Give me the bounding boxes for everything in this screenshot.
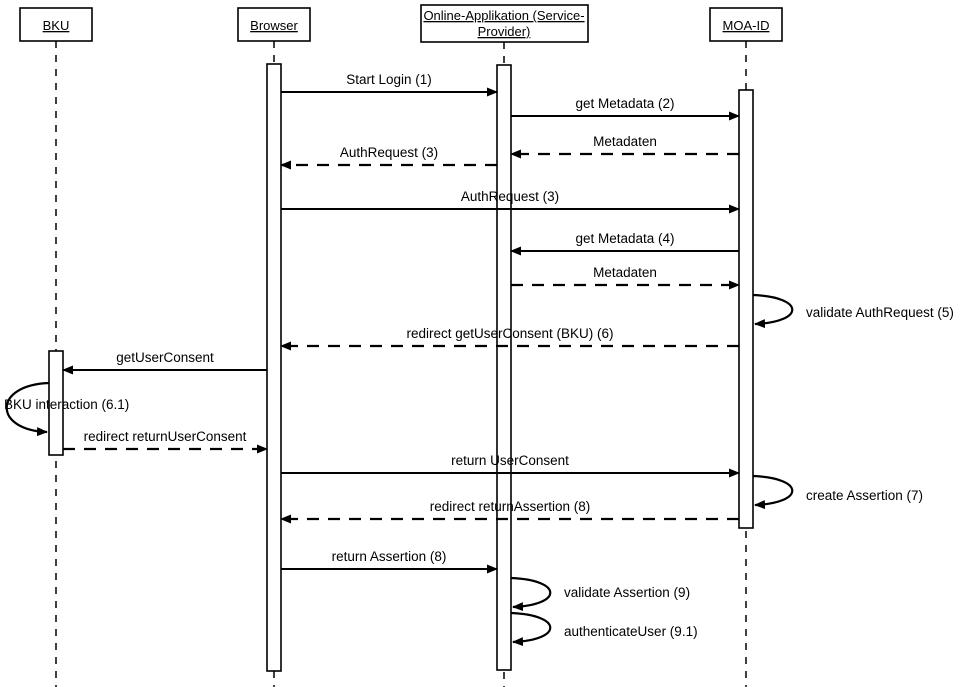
message-3[interactable]: Metadaten <box>510 134 739 159</box>
message-1[interactable]: Start Login (1) <box>281 72 498 97</box>
self-messages-layer: validate AuthRequest (5) BKU interaction … <box>4 293 954 647</box>
message-label-1: Start Login (1) <box>346 72 432 87</box>
self-message-4[interactable]: authenticateUser (9.1) <box>510 611 698 647</box>
self-message-label-2: create Assertion (7) <box>806 488 923 503</box>
self-message-2[interactable]: create Assertion (7) <box>752 474 923 510</box>
message-11[interactable]: return UserConsent <box>281 453 740 478</box>
message-12[interactable]: redirect returnAssertion (8) <box>280 499 739 524</box>
lifeline-label-moaid: MOA-ID <box>723 18 770 33</box>
self-message-label-0: validate AuthRequest (5) <box>806 305 954 320</box>
message-label-9: getUserConsent <box>116 350 214 365</box>
activation-bar-bku[interactable] <box>48 350 64 456</box>
message-label-7: Metadaten <box>593 265 657 280</box>
message-label-8: redirect getUserConsent (BKU) (6) <box>406 326 613 341</box>
message-4[interactable]: AuthRequest (3) <box>280 145 497 170</box>
message-label-4: AuthRequest (3) <box>340 145 438 160</box>
self-message-label-3: validate Assertion (9) <box>564 585 690 600</box>
activation-bar-browser[interactable] <box>266 63 282 672</box>
lifeline-header-box-bku <box>19 7 93 42</box>
message-label-10: redirect returnUserConsent <box>84 429 247 444</box>
self-message-arrow-2 <box>752 474 794 510</box>
message-label-2: get Metadata (2) <box>575 96 674 111</box>
message-label-5: AuthRequest (3) <box>461 189 559 204</box>
message-9[interactable]: getUserConsent <box>62 350 267 375</box>
self-message-label-1: BKU interaction (6.1) <box>4 397 129 412</box>
message-8[interactable]: redirect getUserConsent (BKU) (6) <box>280 326 739 351</box>
activation-bar-oa[interactable] <box>496 64 512 671</box>
message-5[interactable]: AuthRequest (3) <box>281 189 740 214</box>
message-7[interactable]: Metadaten <box>511 265 740 290</box>
self-message-arrow-1 <box>5 381 50 437</box>
lifeline-label-bku: BKU <box>43 18 70 33</box>
self-message-arrow-3 <box>510 576 552 612</box>
self-message-0[interactable]: validate AuthRequest (5) <box>752 293 954 329</box>
activation-bar-moaid[interactable] <box>738 89 754 529</box>
lifeline-header-box-moaid <box>709 7 783 42</box>
lifeline-label-oa: Online-Applikation (Service-Provider) <box>423 8 584 39</box>
message-13[interactable]: return Assertion (8) <box>281 549 498 574</box>
self-message-arrow-4 <box>510 611 552 647</box>
messages-layer: Start Login (1) get Metadata (2) Metadaten… <box>62 72 740 574</box>
self-message-label-4: authenticateUser (9.1) <box>564 624 698 639</box>
lifeline-bku[interactable]: BKU <box>19 7 93 687</box>
self-message-arrow-0 <box>752 293 794 329</box>
lifeline-label-browser: Browser <box>250 18 298 33</box>
message-label-13: return Assertion (8) <box>332 549 447 564</box>
lifeline-moaid[interactable]: MOA-ID <box>709 7 783 687</box>
message-label-6: get Metadata (4) <box>575 231 674 246</box>
message-2[interactable]: get Metadata (2) <box>511 96 740 121</box>
message-label-3: Metadaten <box>593 134 657 149</box>
self-message-1[interactable]: BKU interaction (6.1) <box>4 381 129 437</box>
message-6[interactable]: get Metadata (4) <box>510 231 739 256</box>
lifeline-header-box-browser <box>237 7 311 42</box>
message-label-11: return UserConsent <box>451 453 569 468</box>
self-message-3[interactable]: validate Assertion (9) <box>510 576 690 612</box>
message-label-12: redirect returnAssertion (8) <box>430 499 591 514</box>
message-10[interactable]: redirect returnUserConsent <box>63 429 268 454</box>
